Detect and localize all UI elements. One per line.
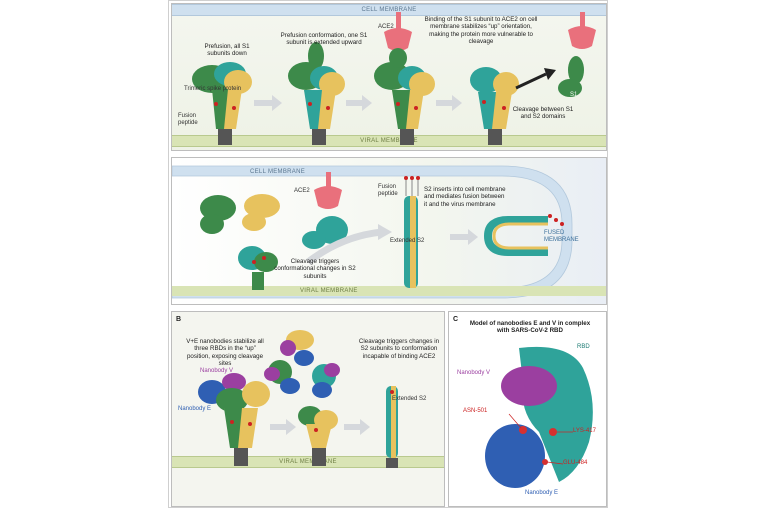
- nanobody-v-surface: [501, 366, 557, 406]
- released-s1: [558, 56, 584, 97]
- panel-a-illustration: [192, 12, 596, 145]
- nanobody-e-surface: [485, 424, 545, 488]
- separated-s1: [264, 330, 340, 398]
- spike-bound-ace2: [374, 48, 435, 145]
- spike-one-up: [288, 42, 345, 145]
- fused-hairpin: [483, 214, 564, 256]
- s1-label: S1: [570, 92, 578, 98]
- lys-label: LYS-417: [573, 428, 596, 434]
- spike-s2-remaining: [298, 406, 338, 466]
- spike-prefusion-down: [192, 62, 252, 145]
- step1-caption: Prefusion, all S1 subunits down: [204, 43, 250, 58]
- rbd-model: [485, 346, 593, 488]
- spike-with-nanobodies: [198, 373, 270, 466]
- ace2-label-2: ACE2: [294, 188, 310, 194]
- panel-b-letter: B: [176, 316, 182, 323]
- cell-membrane-curve: [172, 165, 573, 299]
- fusion-peptide-label: Fusion peptide: [178, 113, 198, 126]
- cell-membrane: CELL MEMBRANE: [172, 4, 606, 16]
- curved-arrow: [305, 228, 383, 265]
- trimeric-label: Trimeric spike protein: [184, 86, 242, 92]
- nanobody-e-label-b: Nanobody E: [178, 406, 212, 412]
- figure: CELL MEMBRANE VIRAL MEMBRANE: [168, 0, 608, 508]
- panel-a: CELL MEMBRANE VIRAL MEMBRANE: [171, 3, 607, 151]
- viral-membrane-label: VIRAL MEMBRANE: [300, 288, 358, 294]
- panel-c-letter: C: [453, 316, 459, 323]
- fusion-peptide-label-2: Fusion peptide: [378, 184, 398, 197]
- ace2-receptor-2: [568, 12, 596, 49]
- arrow-to-fusion: [450, 229, 478, 245]
- extended-s2-label: Extended S2: [390, 238, 425, 244]
- rbd-label: RBD: [577, 344, 590, 350]
- extended-s2-label-b: Extended S2: [392, 396, 427, 402]
- fused-membrane-label: FUSED MEMBRANE: [544, 230, 579, 243]
- stabilize-caption: V+E nanobodies stabilize all three RBDs …: [186, 338, 264, 368]
- remaining-spike: [238, 246, 278, 290]
- s1-fragments: [200, 194, 348, 249]
- cleavage-caption: Cleavage between S1 and S2 domains: [512, 106, 574, 121]
- cleavage-changes-caption: Cleavage triggers changes in S2 subunits…: [358, 338, 440, 360]
- panel-a-fusion: CELL MEMBRANE VIRAL MEMBRANE ACE2 Fusion…: [171, 157, 607, 305]
- panel-b: B VIRAL MEMBRANE: [171, 311, 445, 507]
- ace2-middle: [314, 172, 342, 209]
- panel-b-illustration: [198, 330, 398, 468]
- arrow-1: [254, 95, 282, 111]
- step2-caption: Prefusion conformation, one S1 subunit i…: [280, 32, 368, 47]
- nanobody-v-label-c: Nanobody V: [457, 370, 491, 376]
- extended-s2: [404, 176, 420, 288]
- s2-inserts-caption: S2 inserts into cell membrane and mediat…: [424, 186, 506, 208]
- spike-cleaved: [470, 67, 519, 145]
- cleavage-triggers-caption: Cleavage triggers conformational changes…: [274, 258, 356, 280]
- ace2-receptor: [384, 12, 412, 51]
- extended-s2-b: [386, 386, 398, 468]
- ace2-label: ACE2: [378, 24, 394, 30]
- asn-label: ASN-501: [463, 408, 488, 414]
- panel-c-title: Model of nanobodies E and V in complex w…: [469, 320, 591, 335]
- cleavage-arrow: [515, 72, 547, 90]
- glu-label: GLU-484: [563, 460, 588, 466]
- panel-a-fusion-illustration: [172, 165, 606, 299]
- arrow-b-1: [270, 419, 296, 435]
- arrow-2: [346, 95, 372, 111]
- arrow-3: [436, 95, 462, 111]
- arrow-b-2: [344, 419, 370, 435]
- cell-membrane-label: CELL MEMBRANE: [250, 169, 306, 175]
- nanobody-v-label-b: Nanobody V: [200, 368, 234, 374]
- nanobody-e-label-c: Nanobody E: [525, 490, 559, 496]
- panel-c: C Model of nanobodies E and V in complex…: [448, 311, 607, 507]
- step3-caption: Binding of the S1 subunit to ACE2 on cel…: [424, 16, 538, 46]
